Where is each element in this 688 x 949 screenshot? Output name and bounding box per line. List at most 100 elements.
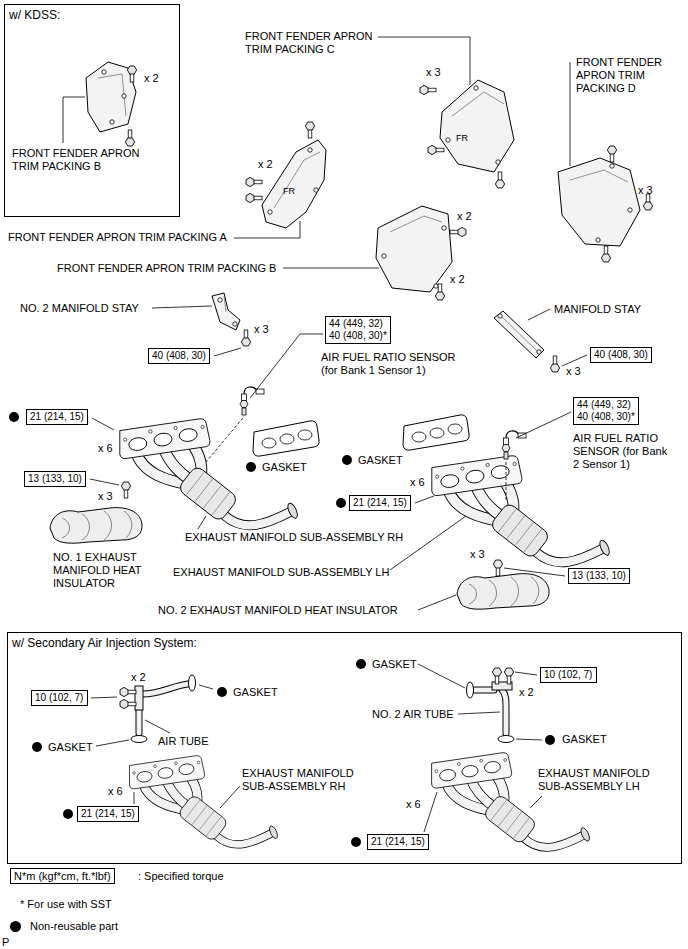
torque-unit-box: N*m (kgf*cm, ft.*lbf) [10, 868, 115, 884]
quantity: x 3 [470, 548, 485, 561]
gasket-drawing [131, 736, 147, 743]
panel-heading: w/ KDSS: [5, 5, 64, 25]
torque-value: 40 (408, 30) [152, 350, 206, 362]
drawing-stroke [199, 811, 214, 830]
drawing-stroke [524, 835, 583, 847]
torque-value: 21 (214, 15) [81, 808, 135, 820]
leader-line [504, 568, 565, 576]
drawing-stroke [428, 88, 437, 92]
drawing-stroke [203, 486, 221, 509]
drawing-stroke [120, 419, 210, 459]
bolt [121, 482, 130, 498]
drawing-stroke [469, 584, 477, 604]
drawing-stroke [280, 434, 294, 444]
drawing-stroke [130, 74, 134, 83]
drawing-stroke [502, 445, 510, 452]
drawing-stroke [133, 772, 136, 775]
leader-line [418, 664, 465, 688]
leader-line [91, 697, 117, 698]
option-panel: w/ KDSS: [4, 4, 180, 217]
quantity: x 3 [426, 66, 441, 79]
drawing-stroke [124, 438, 127, 441]
torque-box: 44 (449, 32)40 (408, 30)* [325, 316, 391, 344]
leader-line [152, 306, 212, 308]
fender-apron-packing [376, 206, 452, 292]
drawing-stroke [224, 296, 226, 312]
drawing-stroke [504, 668, 513, 676]
leader-line [63, 97, 85, 143]
drawing-stroke [531, 577, 539, 604]
panel-heading: w/ Secondary Air Injection System: [8, 633, 201, 653]
drawing-stroke [240, 401, 248, 408]
legend-entry: Non-reusable part [10, 920, 118, 933]
non-reusable-mark [246, 462, 256, 472]
drawing-stroke [438, 284, 442, 293]
bolt [127, 66, 136, 82]
leader-line [516, 739, 542, 740]
fender-apron-packing [86, 62, 136, 132]
drawing-stroke [610, 154, 614, 163]
bolt [428, 145, 444, 154]
drawing-stroke [136, 771, 152, 783]
drawing-stroke [128, 690, 137, 694]
part-name: GASKET [358, 454, 403, 467]
part-name: FRONT FENDER APRON TRIM PACKING A [8, 231, 227, 244]
part-name: FRONT FENDER APRON TRIM PACKING B [57, 262, 276, 275]
direction-mark: FR [283, 185, 295, 198]
drawing-stroke [474, 688, 494, 693]
drawing-stroke [434, 284, 438, 288]
leader-line [562, 355, 587, 366]
drawing-stroke [268, 825, 279, 840]
drawing-stroke [536, 549, 603, 563]
leader-line [570, 62, 571, 166]
drawing-stroke [511, 577, 519, 606]
fender-apron-packing [440, 80, 514, 172]
drawing-stroke [489, 502, 550, 559]
drawing-stroke [604, 246, 608, 255]
part-name: NO. 2 MANIFOLD STAY [20, 302, 139, 315]
drawing-stroke [217, 833, 273, 844]
torque-value: 40 (408, 30)* [329, 330, 387, 342]
drawing-stroke [212, 293, 240, 330]
drawing-stroke [494, 311, 544, 358]
torque-value: 21 (214, 15) [371, 836, 425, 848]
non-reusable-mark [63, 809, 73, 819]
torque-box: 10 (102, 7) [31, 690, 88, 706]
drawing-stroke [579, 827, 591, 843]
drawing-stroke [474, 687, 494, 694]
drawing-stroke [130, 756, 205, 789]
bolt [601, 246, 610, 262]
drawing-stroke [432, 456, 522, 496]
drawing-stroke [498, 509, 516, 532]
drawing-stroke [524, 835, 583, 847]
bolt [607, 146, 616, 162]
bolt [495, 172, 504, 188]
drawing-stroke [201, 425, 204, 428]
drawing-stroke [121, 482, 130, 490]
drawing-stroke [128, 702, 137, 706]
drawing-stroke [153, 432, 173, 447]
drawing-stroke [442, 226, 446, 230]
drawing-stroke [218, 298, 222, 302]
drawing-stroke [440, 80, 514, 172]
drawing-stroke [507, 516, 525, 539]
leader-line [96, 740, 129, 746]
drawing-stroke [493, 560, 502, 568]
drawing-stroke [122, 94, 126, 98]
bolt [643, 194, 652, 210]
bolt [305, 122, 314, 138]
part-name: AIR TUBE [158, 735, 209, 748]
drawing-stroke [136, 710, 143, 733]
drawing-stroke [104, 511, 112, 540]
leader-line [528, 309, 550, 320]
torque-box: 21 (214, 15) [349, 495, 411, 511]
drawing-stroke [465, 469, 485, 484]
leader-line [198, 516, 206, 529]
drawing-stroke [274, 152, 320, 208]
drawing-stroke [496, 568, 500, 577]
part-name: GASKET [562, 733, 607, 746]
drawing-stroke [601, 254, 610, 262]
drawing-stroke [432, 753, 512, 788]
drawing-stroke [128, 437, 148, 452]
drawing-stroke [110, 120, 114, 124]
